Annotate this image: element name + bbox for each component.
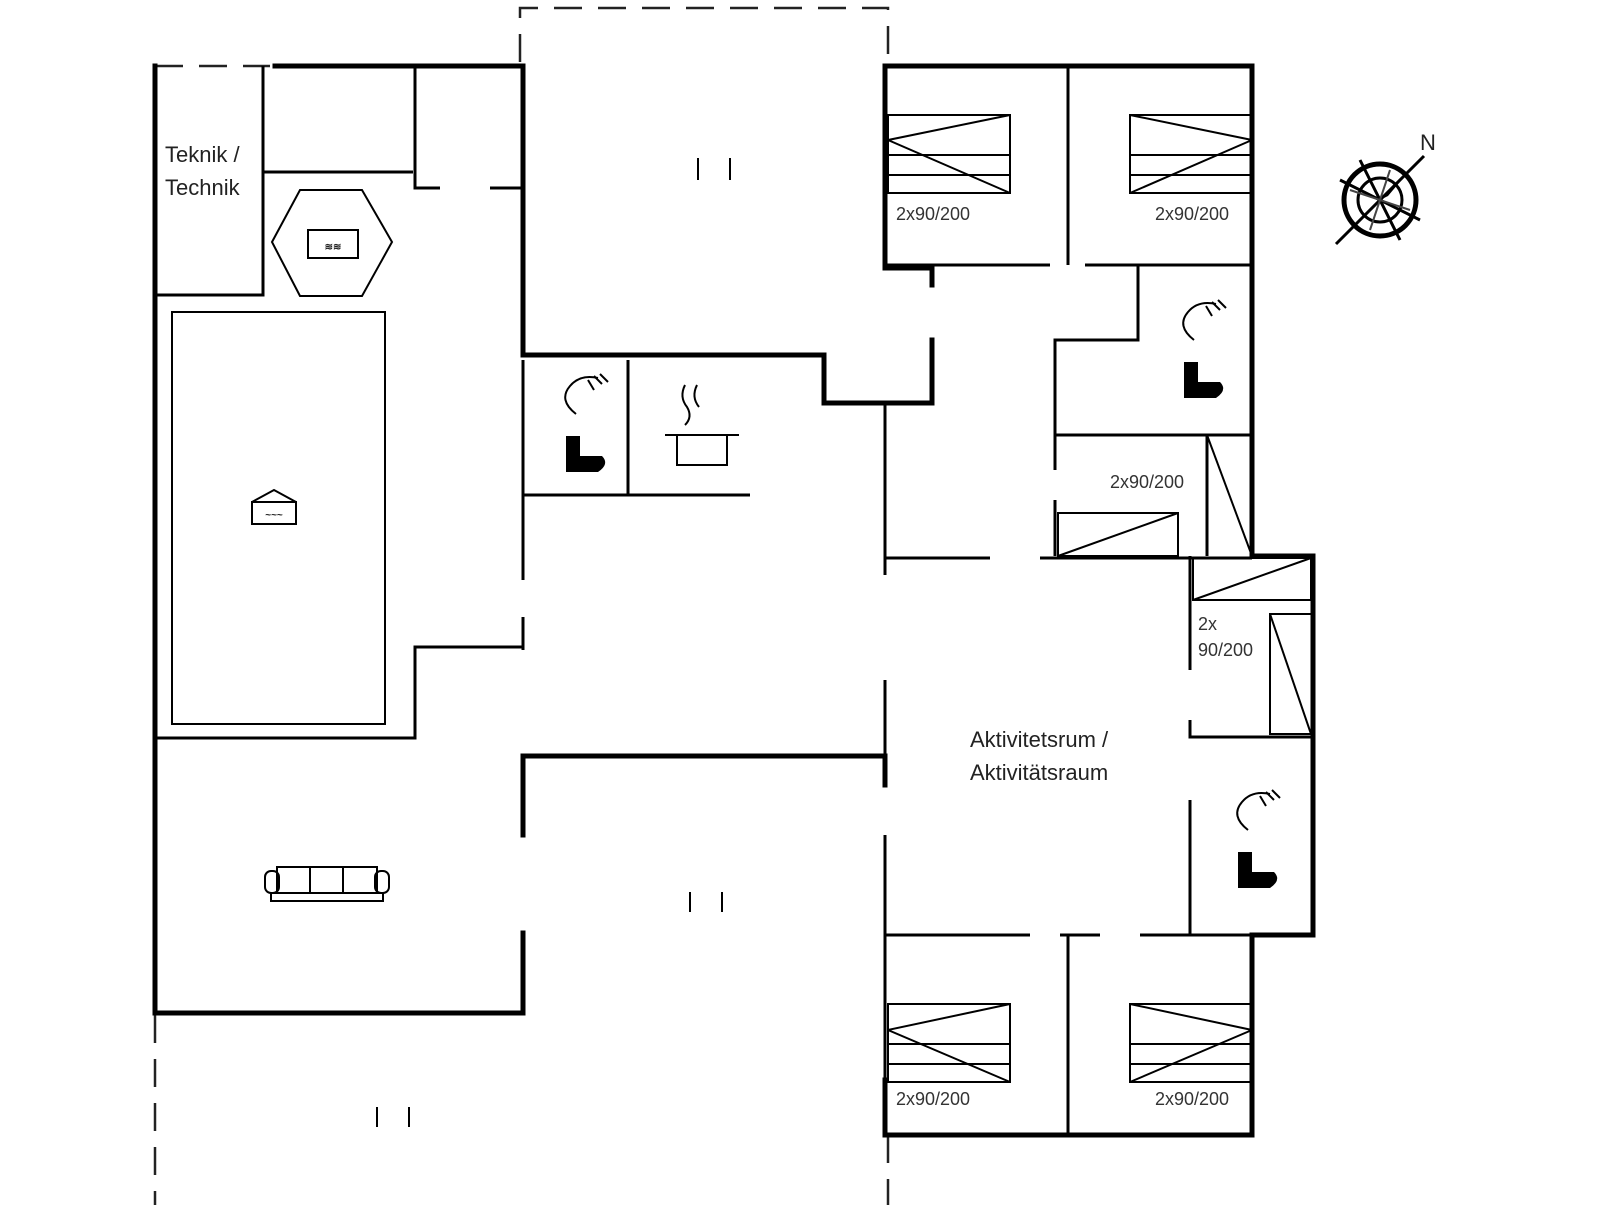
room-label-technik-line2: Technik (165, 175, 241, 200)
bed-icon (1129, 1003, 1253, 1083)
bed-label-side-line2: 90/200 (1198, 640, 1253, 660)
bed-icon (1192, 557, 1313, 735)
spa-icon: ~~~ (251, 488, 297, 525)
bed-icon (887, 114, 1011, 194)
toilet-icon (1236, 789, 1281, 888)
compass-north-label: N (1420, 130, 1436, 155)
bed-icon (1129, 114, 1253, 194)
bed-label-bottom-right: 2x90/200 (1155, 1089, 1229, 1109)
bed-icon (887, 1003, 1011, 1083)
bed-icon (1057, 434, 1253, 557)
compass-icon (1334, 154, 1426, 246)
svg-text:~~~: ~~~ (265, 510, 283, 521)
sofa-icon (264, 866, 390, 902)
toilet-icon (1182, 299, 1227, 398)
interior-walls (155, 66, 1313, 1135)
toilet-icon (564, 373, 609, 472)
pool (171, 311, 386, 725)
terrace-outlines (153, 6, 890, 1205)
window-marks (376, 158, 731, 1127)
bed-label-top-right: 2x90/200 (1155, 204, 1229, 224)
room-label-technik-line1: Teknik / (165, 142, 240, 167)
bed-label-top-left: 2x90/200 (896, 204, 970, 224)
exterior-walls (152, 63, 1316, 1138)
bed-label-bottom-left: 2x90/200 (896, 1089, 970, 1109)
room-label-activity-line1: Aktivitetsrum / (970, 727, 1109, 752)
sauna-icon: ≋≋ (270, 189, 394, 297)
kitchen-pot-icon (665, 384, 739, 466)
room-label-activity-line2: Aktivitätsraum (970, 760, 1108, 785)
svg-text:≋≋: ≋≋ (325, 242, 342, 253)
bed-label-side-line1: 2x (1198, 614, 1217, 634)
bed-label-mid: 2x90/200 (1110, 472, 1184, 492)
